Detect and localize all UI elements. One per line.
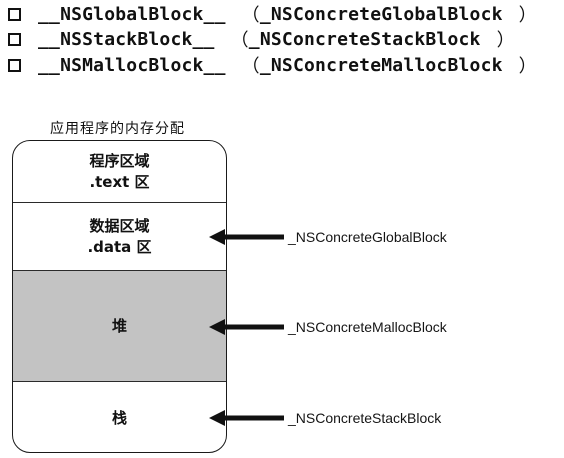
block-isa-value: _NSConcreteMallocBlock bbox=[259, 54, 503, 76]
pointer-label-stack: _NSConcreteStackBlock bbox=[288, 410, 442, 426]
pointer-stack: _NSConcreteStackBlock bbox=[208, 408, 441, 428]
segment-data-label: 数据区域 bbox=[89, 216, 150, 235]
block-type-item-malloc: __NSMallocBlock__ （ _NSConcreteMallocBlo… bbox=[8, 53, 537, 77]
left-arrow-icon bbox=[209, 319, 284, 335]
segment-text-sublabel: .text 区 bbox=[89, 172, 150, 191]
pointer-label-global: _NSConcreteGlobalBlock bbox=[288, 229, 447, 245]
square-bullet-icon bbox=[8, 58, 21, 72]
pointer-malloc: _NSConcreteMallocBlock bbox=[208, 317, 447, 337]
block-type-item-stack: __NSStackBlock__ （ _NSConcreteStackBlock… bbox=[8, 27, 515, 51]
segment-data: 数据区域 .data 区 bbox=[13, 203, 226, 271]
segment-text: 程序区域 .text 区 bbox=[13, 141, 226, 203]
block-class-name: __NSGlobalBlock__ bbox=[38, 3, 226, 25]
paren-close: ） bbox=[496, 30, 515, 51]
paren-open: （ bbox=[230, 30, 249, 51]
segment-heap: 堆 bbox=[13, 271, 226, 382]
block-isa-value: _NSConcreteGlobalBlock bbox=[259, 3, 503, 25]
block-class-name: __NSMallocBlock__ bbox=[38, 54, 226, 76]
paren-open: （ bbox=[241, 56, 260, 77]
segment-text-label: 程序区域 bbox=[89, 151, 150, 170]
left-arrow-icon bbox=[209, 410, 284, 426]
block-isa-value: _NSConcreteStackBlock bbox=[248, 28, 481, 50]
segment-data-sublabel: .data 区 bbox=[87, 237, 152, 256]
memory-diagram-title: 应用程序的内存分配 bbox=[50, 121, 185, 137]
segment-stack: 栈 bbox=[13, 382, 226, 452]
square-bullet-icon bbox=[8, 32, 21, 46]
memory-layout-box: 程序区域 .text 区 数据区域 .data 区 堆 栈 bbox=[12, 140, 227, 453]
segment-heap-label: 堆 bbox=[111, 316, 127, 335]
square-bullet-icon bbox=[8, 7, 21, 21]
pointer-label-malloc: _NSConcreteMallocBlock bbox=[288, 319, 447, 335]
paren-close: ） bbox=[518, 5, 537, 26]
paren-open: （ bbox=[241, 5, 260, 26]
block-class-name: __NSStackBlock__ bbox=[38, 28, 215, 50]
segment-stack-label: 栈 bbox=[111, 408, 127, 427]
paren-close: ） bbox=[518, 56, 537, 77]
block-type-item-global: __NSGlobalBlock__ （ _NSConcreteGlobalBlo… bbox=[8, 2, 537, 26]
pointer-global: _NSConcreteGlobalBlock bbox=[208, 227, 447, 247]
left-arrow-icon bbox=[209, 229, 284, 245]
